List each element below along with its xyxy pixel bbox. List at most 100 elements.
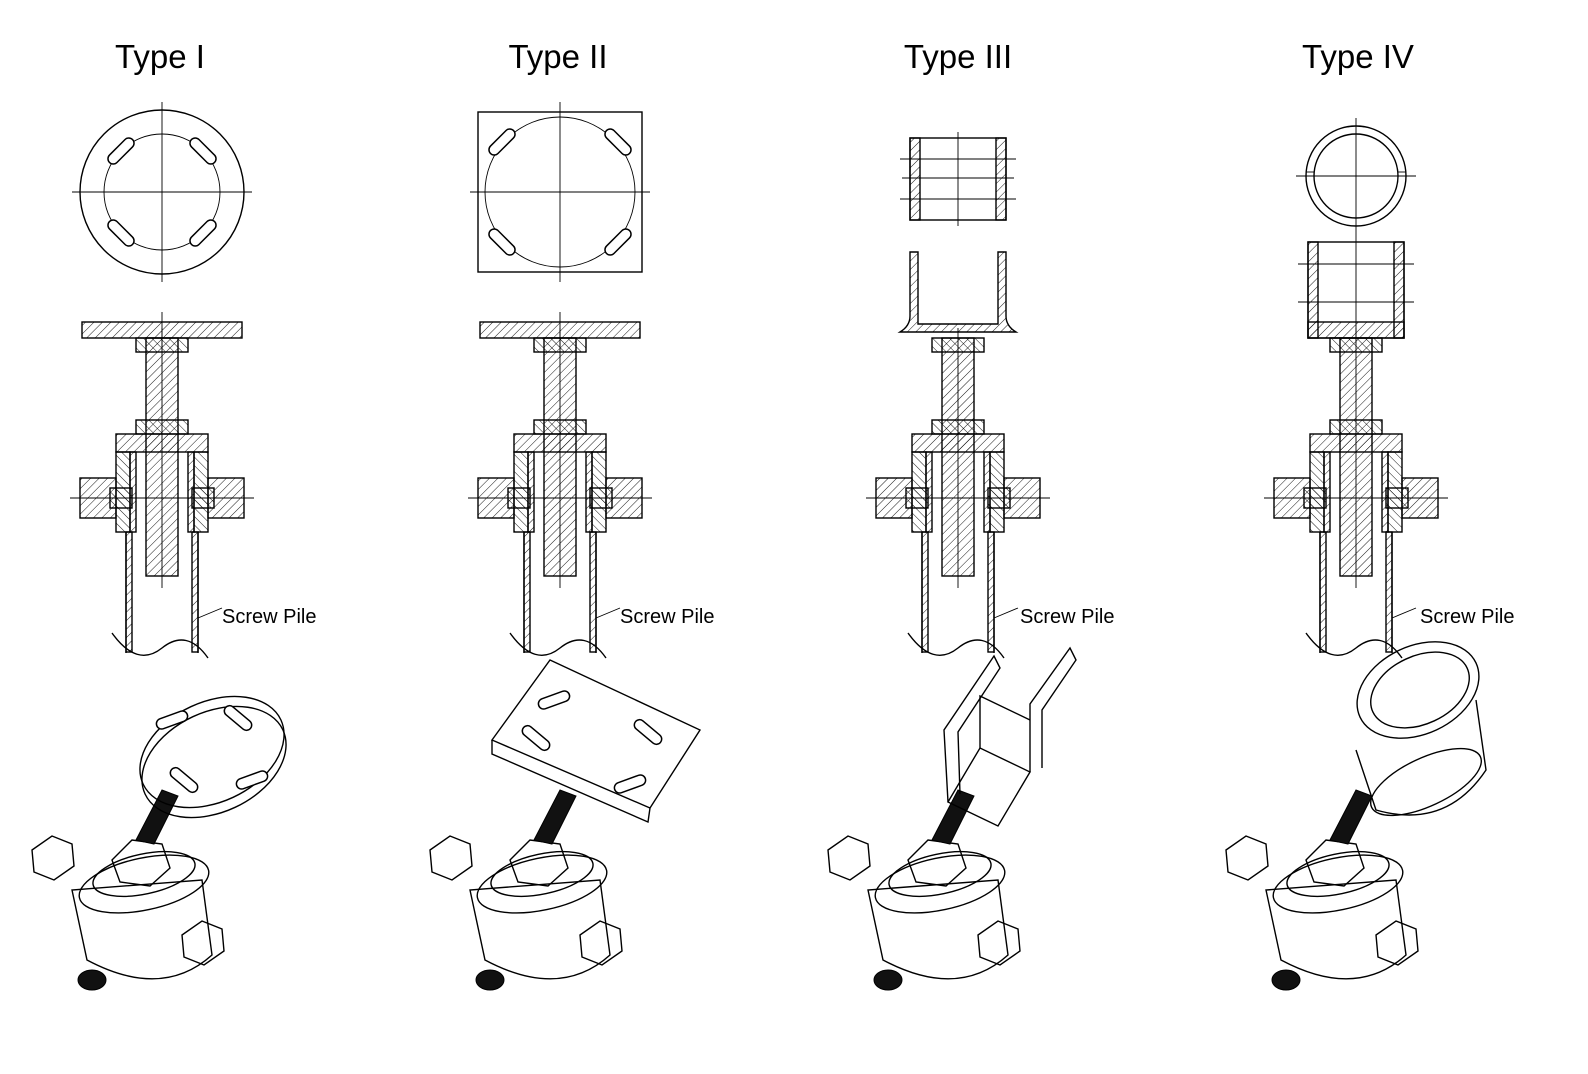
slot-hole bbox=[635, 720, 661, 744]
round-plate-top bbox=[139, 695, 285, 809]
threaded-rod bbox=[533, 789, 577, 845]
body-top-rim bbox=[78, 854, 210, 914]
slot-hole bbox=[190, 220, 216, 246]
pile-wall-right bbox=[1385, 531, 1393, 653]
slot-hole bbox=[615, 775, 645, 793]
body-cylinder bbox=[469, 879, 611, 980]
hex-nut bbox=[509, 839, 569, 887]
section-view bbox=[468, 312, 652, 659]
round-plate-edge bbox=[141, 705, 287, 819]
title-type-2: Type II bbox=[508, 38, 608, 75]
section-view bbox=[866, 251, 1050, 659]
slot-hole bbox=[190, 138, 216, 164]
isometric-view bbox=[827, 646, 1077, 991]
bracket-wall-left bbox=[909, 137, 921, 221]
bracket-wall-right bbox=[1029, 646, 1077, 772]
slot-hole bbox=[108, 138, 134, 164]
tube-rim-inner bbox=[1370, 651, 1470, 729]
slot-hole bbox=[539, 691, 569, 709]
plan-view bbox=[72, 102, 252, 282]
plan-view bbox=[470, 102, 650, 282]
type-1-group bbox=[31, 102, 287, 991]
side-bolt-left bbox=[429, 835, 473, 881]
screw-pile-label-3: Screw Pile bbox=[1020, 606, 1115, 628]
slot-hole bbox=[489, 229, 515, 255]
break-line bbox=[907, 632, 1005, 659]
section-view bbox=[1264, 234, 1448, 659]
pile-leader bbox=[1391, 607, 1417, 619]
section-view bbox=[70, 312, 254, 659]
isometric-view bbox=[429, 659, 702, 991]
pile-leader bbox=[197, 607, 223, 619]
tube-rim-outer bbox=[1356, 641, 1480, 739]
pile-leader bbox=[595, 607, 621, 619]
square-plate-edge bbox=[491, 740, 651, 824]
tube-band bbox=[1369, 747, 1483, 817]
body-top-rim bbox=[874, 854, 1006, 914]
threaded-rod bbox=[135, 789, 179, 845]
type-3-group bbox=[827, 132, 1077, 991]
pile-wall-right bbox=[191, 531, 199, 653]
bracket-wall-left bbox=[943, 654, 1001, 803]
bracket-back bbox=[979, 694, 1031, 748]
threaded-rod bbox=[931, 789, 975, 845]
plan-view bbox=[900, 132, 1016, 226]
body-cylinder bbox=[71, 879, 213, 980]
screw-pile-label-4: Screw Pile bbox=[1420, 606, 1515, 628]
body-cylinder bbox=[867, 879, 1009, 980]
slot-hole bbox=[157, 711, 187, 729]
isometric-view bbox=[1225, 641, 1487, 991]
slot-hole bbox=[605, 129, 631, 155]
title-type-3: Type III bbox=[903, 38, 1013, 75]
screw-pile-label-1: Screw Pile bbox=[222, 606, 317, 628]
slot-hole bbox=[523, 726, 549, 750]
screw-pile-label-2: Screw Pile bbox=[620, 606, 715, 628]
slot-hole bbox=[605, 229, 631, 255]
pile-wall-left bbox=[921, 531, 929, 653]
title-type-4: Type IV bbox=[1302, 38, 1414, 75]
plan-view bbox=[1296, 118, 1416, 234]
break-line bbox=[509, 632, 607, 659]
pile-wall-right bbox=[987, 531, 995, 653]
side-bolt-right bbox=[1375, 920, 1419, 966]
type-2-group bbox=[429, 102, 702, 991]
body-top-rim-inner bbox=[490, 850, 594, 898]
side-bolt-right bbox=[181, 920, 225, 966]
slot-hole bbox=[225, 706, 251, 730]
body-top-rim-inner bbox=[888, 850, 992, 898]
side-bolt-left bbox=[31, 835, 75, 881]
body-top-rim bbox=[476, 854, 608, 914]
break-line bbox=[1305, 632, 1403, 659]
pile-wall-left bbox=[523, 531, 531, 653]
slot-hole bbox=[108, 220, 134, 246]
body-top-rim bbox=[1272, 854, 1404, 914]
body-cylinder bbox=[1265, 879, 1407, 980]
side-bolt-right bbox=[579, 920, 623, 966]
break-line bbox=[111, 632, 209, 659]
section-u-bracket bbox=[897, 251, 1019, 333]
type-4-group bbox=[1225, 118, 1487, 991]
side-bolt-right bbox=[977, 920, 1021, 966]
side-bolt-left bbox=[1225, 835, 1269, 881]
pile-leader bbox=[993, 607, 1019, 619]
title-type-1: Type I bbox=[115, 38, 205, 75]
body-top-rim-inner bbox=[1286, 850, 1390, 898]
pile-wall-left bbox=[1319, 531, 1327, 653]
slot-hole bbox=[171, 768, 197, 792]
hex-nut bbox=[907, 839, 967, 887]
body-top-rim-inner bbox=[92, 850, 196, 898]
pile-wall-right bbox=[589, 531, 597, 653]
pile-wall-left bbox=[125, 531, 133, 653]
threaded-rod bbox=[1329, 789, 1373, 845]
bottom-cap bbox=[873, 969, 903, 991]
isometric-view bbox=[31, 695, 287, 991]
tube-body bbox=[1355, 699, 1487, 816]
bottom-cap bbox=[475, 969, 505, 991]
side-bolt-left bbox=[827, 835, 871, 881]
slot-hole bbox=[237, 771, 267, 789]
hex-nut bbox=[111, 839, 171, 887]
bottom-cap bbox=[1271, 969, 1301, 991]
bottom-cap bbox=[77, 969, 107, 991]
square-plate-top bbox=[490, 659, 702, 809]
